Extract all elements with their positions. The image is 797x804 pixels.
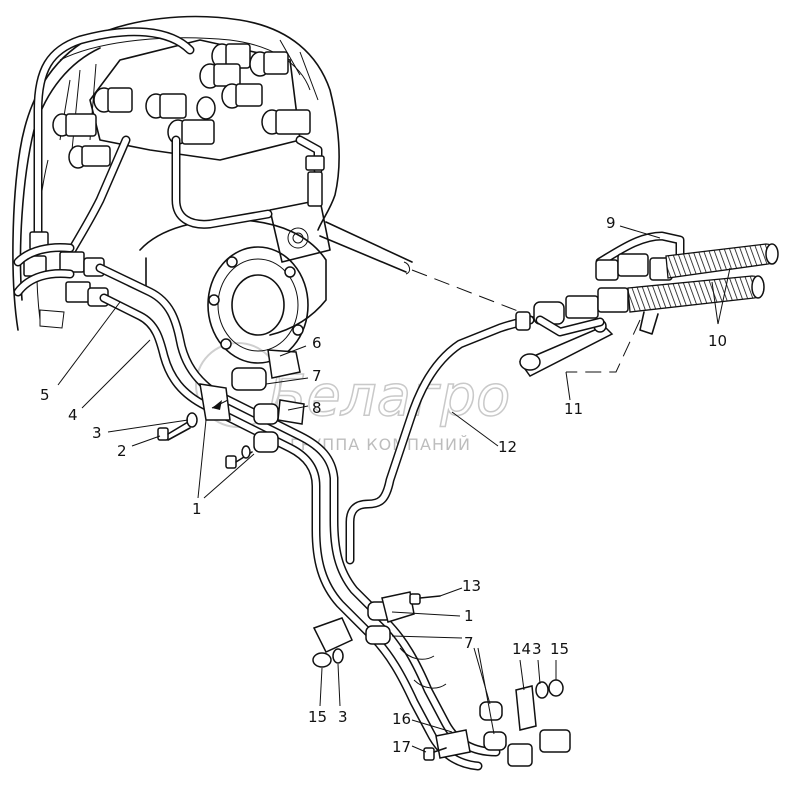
- callout-10: 10: [708, 332, 727, 350]
- watermark-subtitle: ГРУППА КОМПАНИЙ: [290, 435, 471, 454]
- callout-8: 8: [312, 399, 322, 417]
- watermark: Белагро ГРУППА КОМПАНИЙ: [195, 342, 511, 454]
- callout-12: 12: [498, 438, 517, 456]
- callout-6: 6: [312, 334, 322, 352]
- callout-16: 16: [392, 710, 411, 728]
- callout-7-upper: 7: [312, 367, 322, 385]
- bolt-2-washer-3: [157, 412, 253, 469]
- valve-block: [52, 39, 311, 169]
- callout-15-right: 15: [550, 640, 569, 658]
- alignment-dashed-line: [411, 269, 537, 319]
- callout-1-upper: 1: [192, 500, 202, 518]
- callout-3-upper: 3: [92, 424, 102, 442]
- callout-11: 11: [564, 400, 583, 418]
- lower-end-fittings: [423, 679, 571, 767]
- callout-15-left: 15: [308, 708, 327, 726]
- callout-9: 9: [606, 214, 616, 232]
- upper-pipe-loop: [33, 27, 325, 255]
- callout-13: 13: [462, 577, 481, 595]
- transmission-housing: [12, 15, 413, 364]
- left-fittings: [13, 231, 109, 329]
- bolt-group: [52, 43, 311, 169]
- callout-17: 17: [392, 738, 411, 756]
- upper-clamps: [199, 349, 305, 453]
- watermark-brand: Белагро: [268, 364, 510, 429]
- callout-14: 14: [512, 640, 531, 658]
- callout-1-lower: 1: [464, 607, 474, 625]
- alignment-dashed-line-2: [566, 319, 641, 373]
- callout-5: 5: [40, 386, 50, 404]
- main-pipe-bundle: [95, 263, 501, 771]
- lower-clamp-group: [312, 591, 441, 668]
- callout-3-lower-left: 3: [338, 708, 348, 726]
- right-bracket-assembly: [515, 231, 779, 377]
- callout-7-lower: 7: [464, 634, 474, 652]
- callout-3-lower-right: 3: [532, 640, 542, 658]
- callout-numbers: 1 2 3 4 5 6 7 8 9 10 11 12 13 1 7 14 3 1…: [40, 214, 727, 756]
- callout-2: 2: [117, 442, 127, 460]
- callout-4: 4: [68, 406, 78, 424]
- pipe-12: [345, 315, 535, 565]
- leader-lines: [57, 225, 731, 753]
